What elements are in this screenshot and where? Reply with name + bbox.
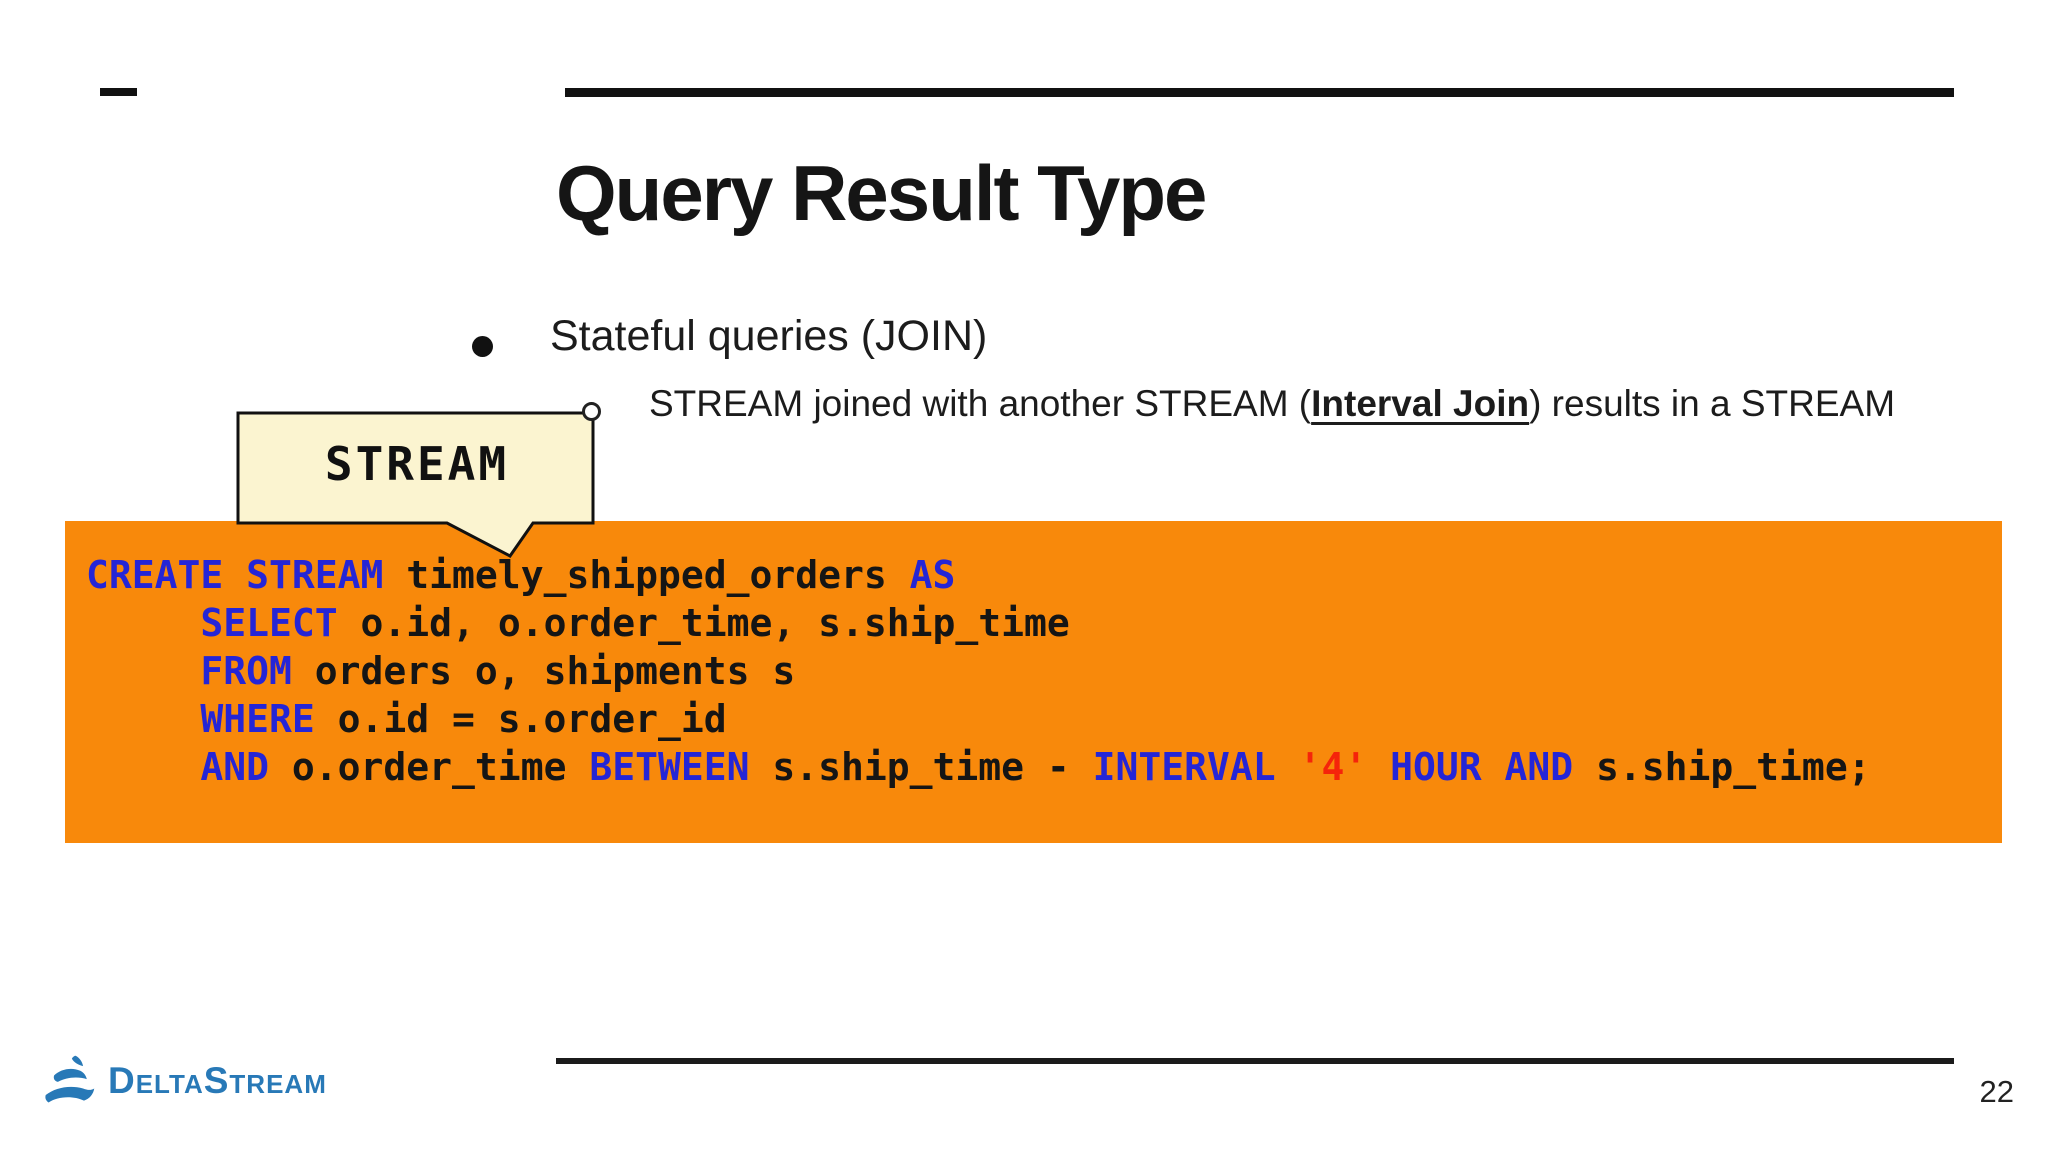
interval-join-link[interactable]: Interval Join [1311, 383, 1530, 424]
code-line: FROM orders o, shipments s [200, 649, 796, 693]
page-number: 22 [1979, 1074, 2014, 1109]
top-divider-line [565, 88, 1954, 97]
callout-bubble-shape [236, 411, 595, 558]
sub-text-prefix: STREAM joined with another STREAM ( [649, 383, 1312, 424]
sql-code-panel: CREATE STREAM timely_shipped_orders AS S… [65, 521, 2002, 843]
bullet-dot-icon [472, 336, 493, 357]
bullet-sub-text: STREAM joined with another STREAM (Inter… [649, 383, 1895, 425]
code-line: SELECT o.id, o.order_time, s.ship_time [200, 601, 1070, 645]
code-line: AND o.order_time BETWEEN s.ship_time - I… [200, 745, 1871, 789]
slide-title: Query Result Type [556, 149, 1207, 237]
bottom-divider-line [556, 1058, 1954, 1064]
stream-callout [236, 411, 595, 558]
deltastream-logo: DeltaStream [42, 1052, 327, 1110]
code-block: CREATE STREAM timely_shipped_orders AS S… [86, 551, 1871, 791]
deltastream-logo-text: DeltaStream [108, 1060, 327, 1101]
sub-text-suffix: ) results in a STREAM [1529, 383, 1896, 424]
sub-bullet-circle-icon [582, 402, 601, 421]
dash-placeholder [100, 88, 137, 96]
code-line: CREATE STREAM timely_shipped_orders AS [86, 553, 956, 597]
deltastream-logo-icon [45, 1055, 95, 1103]
bullet-main-text: Stateful queries (JOIN) [550, 312, 988, 360]
code-line: WHERE o.id = s.order_id [200, 697, 727, 741]
callout-label: STREAM [324, 437, 510, 491]
